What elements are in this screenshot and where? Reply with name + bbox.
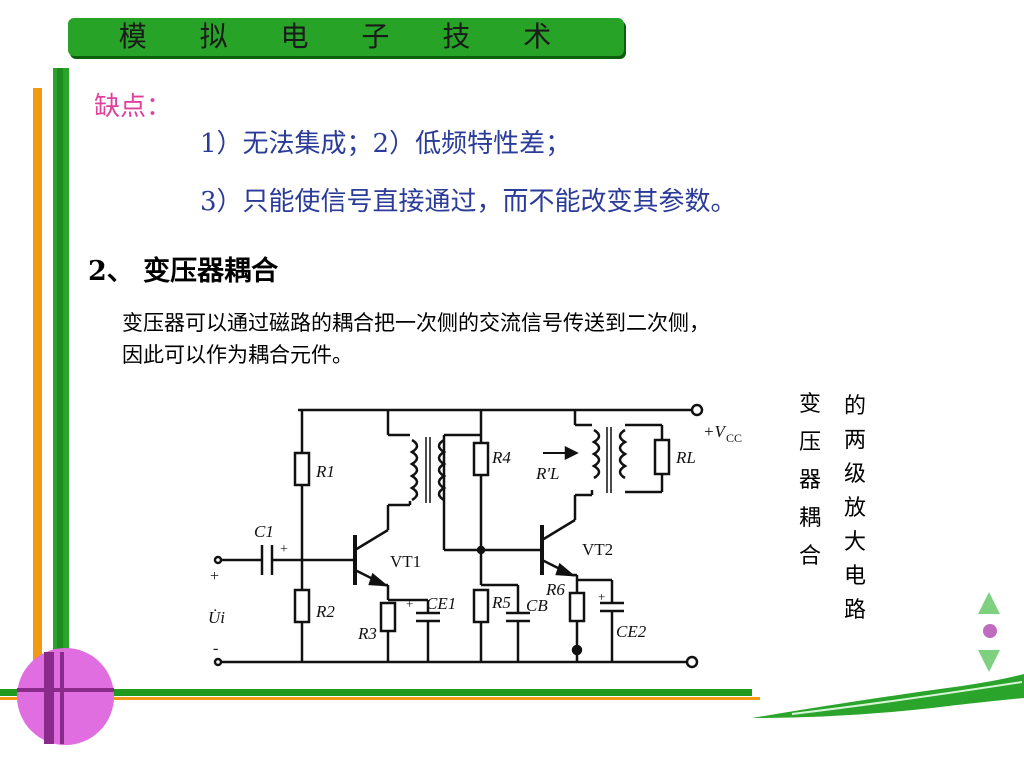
decor-cross-horizontal <box>17 688 114 692</box>
caption-char: 路 <box>843 598 866 623</box>
caption-char: 的 <box>843 394 866 419</box>
r4-label: R4 <box>491 448 511 467</box>
ce2-plus: + <box>598 589 605 604</box>
vt2-label: VT2 <box>582 540 613 559</box>
rl-prime-arrow <box>564 445 579 461</box>
vcc-label: +V <box>703 422 727 441</box>
cb-label: CB <box>526 596 548 615</box>
ce1-plus: + <box>406 596 413 611</box>
left-green-bar-inner <box>57 68 63 688</box>
r6-label: R6 <box>545 580 565 599</box>
ce2-label: CE2 <box>616 622 647 641</box>
r1-resistor <box>293 451 311 487</box>
r2-resistor <box>293 588 311 624</box>
section-title: 2、 变压器耦合 <box>88 256 279 287</box>
caption-char: 大 <box>843 530 866 555</box>
input-terminal-bottom <box>213 657 223 667</box>
vcc-subscript: CC <box>726 431 742 445</box>
r6-resistor <box>568 591 586 623</box>
r2-label: R2 <box>315 602 335 621</box>
header-banner: 模 拟 电 子 技 术 <box>68 18 624 56</box>
next-slide-arrow-icon[interactable] <box>978 650 1000 672</box>
r3-resistor <box>379 601 397 633</box>
home-dot-icon[interactable] <box>983 624 997 638</box>
bottom-orange-line <box>0 697 760 700</box>
disadvantages-label: 缺点： <box>94 92 173 122</box>
ui-label: U̇i <box>208 608 225 627</box>
input-minus: - <box>213 640 218 657</box>
vcc-terminal <box>690 403 704 417</box>
section-paragraph-line-2: 因此可以作为耦合元件。 <box>122 343 353 367</box>
caption-char: 变 <box>798 392 821 417</box>
caption-char: 两 <box>843 428 866 453</box>
ground-node <box>571 644 583 656</box>
caption-column-1: 变 压 器 耦 合 <box>797 386 823 576</box>
t1-primary-coil <box>409 438 419 502</box>
caption-char: 耦 <box>798 506 821 531</box>
vt1-label: VT1 <box>390 552 421 571</box>
caption-char: 放 <box>843 496 866 521</box>
t2-primary-coil <box>591 428 601 480</box>
decor-circle <box>17 648 114 745</box>
disadvantage-line-2: 3）只能使信号直接通过，而不能改变其参数。 <box>200 187 737 217</box>
rl-resistor <box>653 438 671 476</box>
r4-resistor <box>472 441 490 477</box>
junction-dot <box>476 545 486 555</box>
caption-char: 器 <box>798 468 821 493</box>
decor-cross-vertical-thin <box>60 652 64 744</box>
input-plus: + <box>210 568 219 585</box>
decor-leaf-swoosh <box>752 674 1024 718</box>
c1-plus: + <box>280 542 288 557</box>
ground-terminal <box>685 655 699 669</box>
input-terminal-top <box>213 555 223 565</box>
r5-resistor <box>472 588 490 624</box>
r1-label: R1 <box>315 462 335 481</box>
caption-char: 压 <box>798 430 821 455</box>
decor-cross-vertical <box>44 652 54 744</box>
t1-secondary-coil <box>437 438 447 502</box>
r3-label: R3 <box>357 624 377 643</box>
section-paragraph-line-1: 变压器可以通过磁路的耦合把一次侧的交流信号传送到二次侧， <box>122 311 710 335</box>
caption-column-2: 的 两 级 放 大 电 路 <box>842 390 868 628</box>
left-orange-bar <box>33 88 42 678</box>
vt1-emitter-arrow <box>368 572 389 587</box>
rl-label: RL <box>675 448 696 467</box>
rl-prime-label: R'L <box>535 464 559 483</box>
caption-char: 级 <box>843 462 866 487</box>
bottom-green-line <box>0 689 752 696</box>
r5-label: R5 <box>491 593 511 612</box>
vt2-emitter-arrow <box>555 562 576 577</box>
ce1-label: CE1 <box>426 594 456 613</box>
caption-char: 合 <box>798 544 821 569</box>
c1-label: C1 <box>254 522 274 541</box>
transformer-coupled-amplifier-circuit: R1 R2 R3 R4 R5 R6 RL R'L C1 CE1 CB CE2 U… <box>208 403 742 669</box>
previous-slide-arrow-icon[interactable] <box>978 592 1000 614</box>
t2-secondary-coil <box>618 428 628 480</box>
caption-char: 电 <box>843 564 866 589</box>
page-title: 模 拟 电 子 技 术 <box>118 20 574 53</box>
disadvantage-line-1: 1）无法集成；2）低频特性差； <box>200 129 572 159</box>
